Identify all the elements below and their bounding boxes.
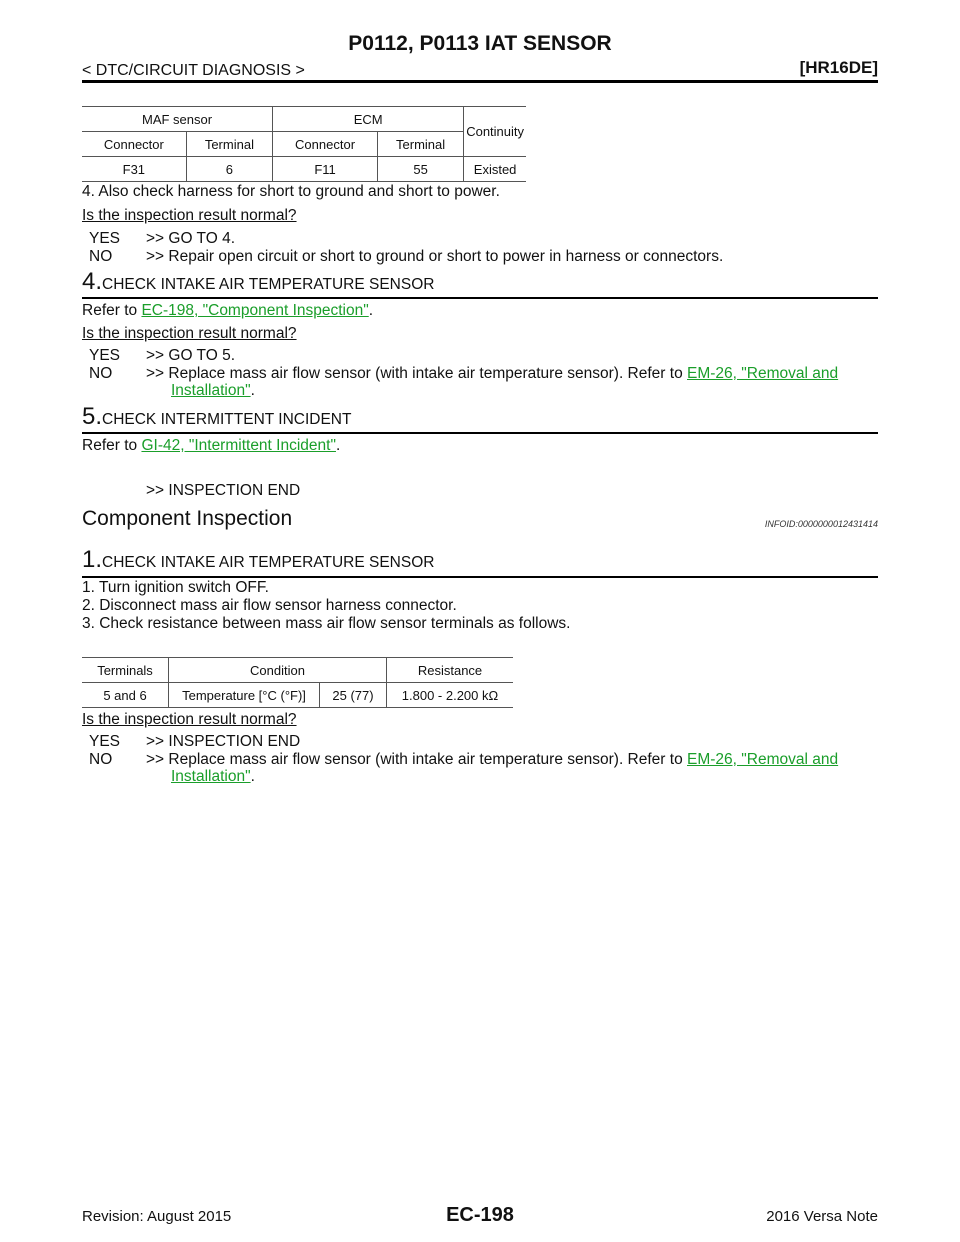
link-removal-installation-cont[interactable]: Installation" bbox=[171, 382, 251, 399]
table-cell: Temperature [°C (°F)] bbox=[168, 682, 320, 708]
table-cell: F31 bbox=[82, 156, 187, 182]
step-title: CHECK INTAKE AIR TEMPERATURE SENSOR bbox=[102, 276, 435, 293]
reference-line: Refer to GI-42, "Intermittent Incident". bbox=[82, 437, 340, 455]
table-cell: 6 bbox=[185, 156, 273, 182]
table-header-ecm: ECM bbox=[272, 106, 464, 132]
link-removal-installation[interactable]: EM-26, "Removal and bbox=[687, 751, 839, 768]
table-cell: 5 and 6 bbox=[82, 682, 169, 708]
yes-label: YES bbox=[89, 347, 121, 364]
reference-prefix: Refer to bbox=[82, 302, 142, 319]
reference-line: Refer to EC-198, "Component Inspection". bbox=[82, 302, 373, 320]
no-action: >> Replace mass air flow sensor (with in… bbox=[146, 751, 838, 769]
section-breadcrumb: < DTC/CIRCUIT DIAGNOSIS > bbox=[82, 62, 305, 79]
no-label: NO bbox=[89, 365, 113, 382]
table-cell: F11 bbox=[272, 156, 378, 182]
inspection-end: >> INSPECTION END bbox=[146, 482, 301, 499]
yes-label: YES bbox=[89, 230, 121, 247]
inspection-question: Is the inspection result normal? bbox=[82, 711, 297, 728]
page-number: EC-198 bbox=[446, 1204, 514, 1226]
no-action-suffix: . bbox=[250, 768, 255, 785]
instruction-item: 2. Disconnect mass air flow sensor harne… bbox=[82, 597, 457, 614]
no-action-text: >> Replace mass air flow sensor (with in… bbox=[146, 365, 688, 382]
no-action-cont: Installation". bbox=[171, 768, 255, 786]
engine-code: [HR16DE] bbox=[799, 58, 878, 77]
step-title: CHECK INTAKE AIR TEMPERATURE SENSOR bbox=[102, 554, 435, 571]
table-cell: Existed bbox=[463, 156, 526, 182]
instruction-item: 4. Also check harness for short to groun… bbox=[82, 183, 500, 200]
table-subheader: Connector bbox=[82, 131, 187, 157]
no-action: >> Replace mass air flow sensor (with in… bbox=[146, 365, 838, 383]
table-header-resistance: Resistance bbox=[386, 657, 513, 683]
inspection-question: Is the inspection result normal? bbox=[82, 325, 297, 342]
table-cell: 55 bbox=[376, 156, 464, 182]
table-subheader: Terminal bbox=[376, 131, 464, 157]
table-header-condition: Condition bbox=[168, 657, 387, 683]
step-divider bbox=[82, 432, 878, 434]
table-row: F31 6 F11 55 Existed bbox=[82, 156, 526, 182]
page-title: P0112, P0113 IAT SENSOR bbox=[348, 32, 612, 55]
reference-suffix: . bbox=[368, 302, 374, 319]
table-cell: 1.800 - 2.200 kΩ bbox=[386, 682, 513, 708]
table-subheader: Terminal bbox=[185, 131, 273, 157]
resistance-table: Terminals Condition Resistance 5 and 6 T… bbox=[82, 657, 513, 708]
table-cell: 25 (77) bbox=[319, 682, 387, 708]
yes-label: YES bbox=[89, 733, 121, 750]
yes-action: >> GO TO 4. bbox=[146, 230, 236, 247]
section-heading: Component Inspection bbox=[82, 507, 293, 530]
link-intermittent-incident[interactable]: GI-42, "Intermittent Incident" bbox=[141, 437, 336, 454]
step-divider bbox=[82, 576, 878, 578]
no-label: NO bbox=[89, 248, 113, 265]
table-subheader: Connector bbox=[272, 131, 378, 157]
reference-suffix: . bbox=[335, 437, 341, 454]
table-header-terminals: Terminals bbox=[82, 657, 169, 683]
step-number: 4. bbox=[82, 268, 103, 295]
revision-date: Revision: August 2015 bbox=[82, 1208, 232, 1225]
step-divider bbox=[82, 297, 878, 299]
table-header-maf: MAF sensor bbox=[82, 106, 273, 132]
step-title: CHECK INTERMITTENT INCIDENT bbox=[102, 411, 352, 428]
no-action: >> Repair open circuit or short to groun… bbox=[146, 248, 724, 265]
header-divider bbox=[82, 80, 878, 83]
link-component-inspection[interactable]: EC-198, "Component Inspection" bbox=[141, 302, 369, 319]
continuity-table: MAF sensor ECM Continuity Connector Term… bbox=[82, 106, 526, 182]
table-header-continuity: Continuity bbox=[463, 106, 526, 157]
instruction-item: 3. Check resistance between mass air flo… bbox=[82, 615, 571, 632]
inspection-question: Is the inspection result normal? bbox=[82, 207, 297, 224]
no-label: NO bbox=[89, 751, 113, 768]
step-heading: 1.CHECK INTAKE AIR TEMPERATURE SENSOR bbox=[82, 546, 434, 574]
reference-prefix: Refer to bbox=[82, 437, 142, 454]
yes-action: >> GO TO 5. bbox=[146, 347, 236, 364]
model-name: 2016 Versa Note bbox=[766, 1208, 878, 1225]
no-action-cont: Installation". bbox=[171, 382, 255, 400]
no-action-text: >> Replace mass air flow sensor (with in… bbox=[146, 751, 688, 768]
step-number: 5. bbox=[82, 403, 103, 430]
link-removal-installation[interactable]: EM-26, "Removal and bbox=[687, 365, 839, 382]
step-heading: 5.CHECK INTERMITTENT INCIDENT bbox=[82, 403, 351, 431]
info-id: INFOID:0000000012431414 bbox=[764, 519, 878, 529]
instruction-item: 1. Turn ignition switch OFF. bbox=[82, 579, 269, 596]
step-heading: 4.CHECK INTAKE AIR TEMPERATURE SENSOR bbox=[82, 268, 434, 296]
step-number: 1. bbox=[82, 546, 103, 573]
yes-action: >> INSPECTION END bbox=[146, 733, 301, 750]
no-action-suffix: . bbox=[250, 382, 255, 399]
table-row: 5 and 6 Temperature [°C (°F)] 25 (77) 1.… bbox=[82, 682, 513, 708]
link-removal-installation-cont[interactable]: Installation" bbox=[171, 768, 251, 785]
